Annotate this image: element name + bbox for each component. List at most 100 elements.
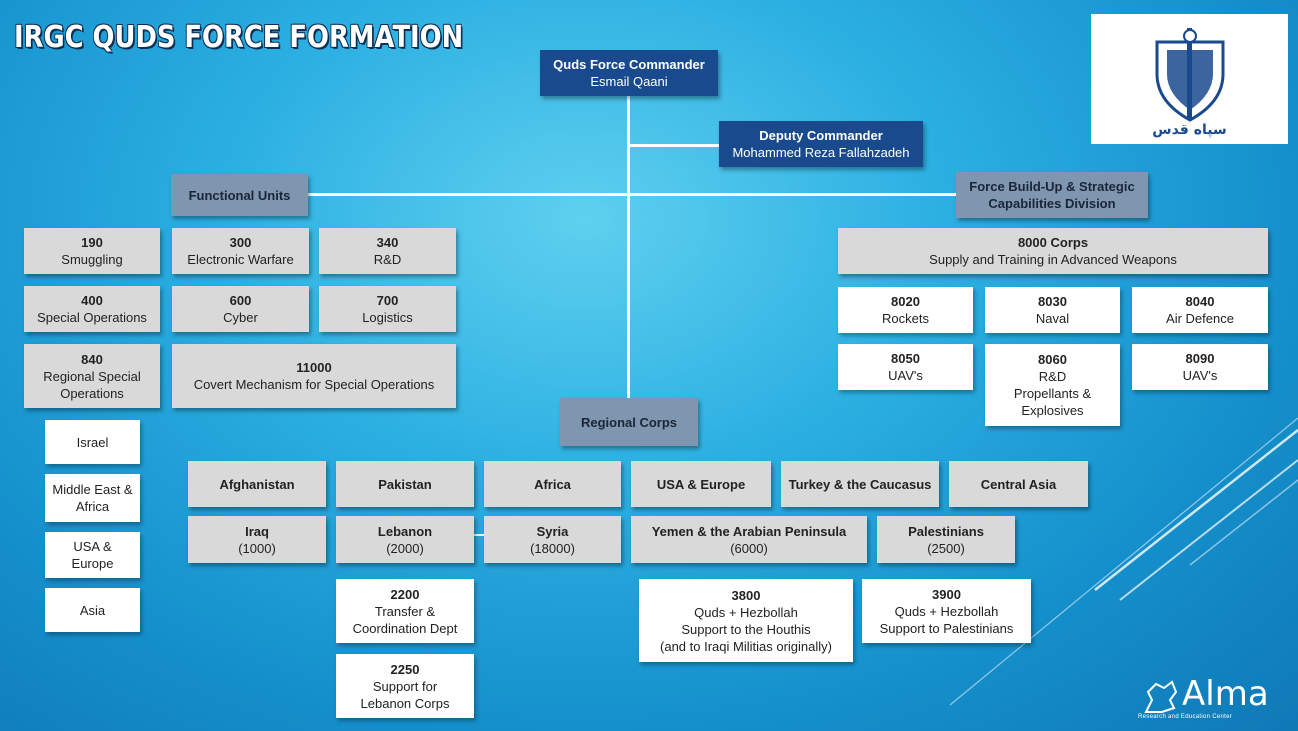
unit-number: 3900 bbox=[932, 586, 961, 602]
unit-2200: 2200 Transfer & Coordination Dept bbox=[336, 579, 474, 643]
unit-number: 700 bbox=[376, 293, 399, 308]
functional-units-label: Functional Units bbox=[188, 187, 291, 203]
force-buildup-label-line2: Capabilities Division bbox=[988, 196, 1116, 211]
unit-8020: 8020 Rockets bbox=[838, 287, 973, 333]
region-label: Central Asia bbox=[980, 476, 1057, 492]
unit-number: 840 bbox=[81, 351, 103, 367]
unit-name-line1: Support for bbox=[372, 678, 438, 694]
region-central-asia: Central Asia bbox=[949, 461, 1088, 507]
unit-name: UAV's bbox=[1182, 368, 1218, 383]
unit-number: 600 bbox=[229, 293, 252, 308]
unit-name: Naval bbox=[1035, 311, 1070, 326]
unit-number: 300 bbox=[229, 235, 252, 250]
corps-number: (1000) bbox=[238, 540, 276, 556]
unit-name-line3: (and to Iraqi Militias originally) bbox=[660, 638, 832, 654]
unit-name: R&D bbox=[373, 252, 402, 267]
unit-name: Supply and Training in Advanced Weapons bbox=[929, 252, 1177, 267]
unit-3800: 3800 Quds + Hezbollah Support to the Hou… bbox=[639, 579, 853, 662]
commander-title: Quds Force Commander bbox=[553, 57, 705, 72]
alma-brand-name: Alma bbox=[1182, 674, 1269, 714]
region-label: Asia bbox=[79, 602, 106, 618]
unit-number: 8000 Corps bbox=[1017, 235, 1089, 250]
region-africa: Africa bbox=[484, 461, 621, 507]
unit-3900: 3900 Quds + Hezbollah Support to Palesti… bbox=[862, 579, 1031, 643]
corps-syria: Syria (18000) bbox=[484, 516, 621, 563]
deputy-name: Mohammed Reza Fallahzadeh bbox=[732, 145, 910, 160]
unit-number: 8020 bbox=[891, 294, 920, 309]
unit-8090: 8090 UAV's bbox=[1132, 344, 1268, 390]
region-afghanistan: Afghanistan bbox=[188, 461, 326, 507]
region-pakistan: Pakistan bbox=[336, 461, 474, 507]
unit-190: 190 Smuggling bbox=[24, 228, 160, 274]
unit-8060: 8060 R&D Propellants & Explosives bbox=[985, 344, 1120, 426]
unit-name-line1: Quds + Hezbollah bbox=[894, 603, 999, 619]
regional-corps-box: Regional Corps bbox=[560, 398, 698, 446]
unit-name: Electronic Warfare bbox=[187, 252, 294, 267]
unit-400: 400 Special Operations bbox=[24, 286, 160, 332]
unit-number: 400 bbox=[81, 293, 103, 308]
unit-number: 8050 bbox=[891, 351, 920, 366]
logo-text: سپاه قدس bbox=[1152, 122, 1227, 138]
alma-brand-subtitle: Research and Education Center bbox=[1138, 714, 1233, 720]
corps-name: Yemen & the Arabian Peninsula bbox=[651, 523, 847, 539]
deputy-title: Deputy Commander bbox=[759, 128, 883, 143]
unit-number: 190 bbox=[81, 235, 103, 250]
corps-number: (6000) bbox=[730, 540, 768, 556]
unit-300: 300 Electronic Warfare bbox=[172, 228, 309, 274]
quds-force-logo: سپاه قدس bbox=[1091, 14, 1288, 144]
region-label-line1: Middle East & bbox=[52, 482, 133, 497]
force-buildup-box: Force Build-Up & Strategic Capabilities … bbox=[956, 172, 1148, 218]
unit-name-line2: Support to Palestinians bbox=[879, 620, 1014, 636]
region-label-line2: Africa bbox=[75, 499, 110, 514]
unit-name-line1: Regional Special bbox=[43, 368, 141, 384]
region-840-israel: Israel bbox=[45, 420, 140, 464]
unit-name-line2: Support to the Houthis bbox=[681, 621, 811, 637]
region-label: USA & Europe bbox=[656, 476, 746, 492]
page-title: IRGC QUDS FORCE FORMATION bbox=[14, 20, 464, 55]
corps-number: (2500) bbox=[927, 540, 965, 556]
corps-yemen: Yemen & the Arabian Peninsula (6000) bbox=[631, 516, 867, 563]
unit-name: Special Operations bbox=[37, 310, 147, 325]
region-label: Pakistan bbox=[378, 476, 432, 492]
unit-name-line2: Coordination Dept bbox=[352, 620, 458, 636]
unit-name-line2: Propellants & bbox=[1013, 386, 1092, 401]
unit-name: UAV's bbox=[888, 368, 923, 383]
region-usa-europe: USA & Europe bbox=[631, 461, 771, 507]
unit-number: 8030 bbox=[1038, 294, 1067, 309]
region-label: Africa bbox=[534, 476, 571, 492]
unit-number: 8060 bbox=[1038, 352, 1067, 367]
connector-line bbox=[306, 193, 958, 196]
unit-number: 2250 bbox=[390, 661, 420, 677]
unit-2250: 2250 Support for Lebanon Corps bbox=[336, 654, 474, 718]
unit-name: Rockets bbox=[882, 311, 929, 326]
corps-lebanon: Lebanon (2000) bbox=[336, 516, 474, 563]
region-label-line2: Europe bbox=[71, 556, 114, 571]
region-label: Turkey & the Caucasus bbox=[788, 476, 932, 492]
unit-name-line1: Quds + Hezbollah bbox=[694, 604, 798, 620]
unit-number: 11000 bbox=[296, 360, 332, 375]
region-label-line1: USA & bbox=[73, 539, 112, 554]
unit-8050: 8050 UAV's bbox=[838, 344, 973, 390]
corps-palestinians: Palestinians (2500) bbox=[877, 516, 1015, 563]
unit-name: Covert Mechanism for Special Operations bbox=[193, 377, 435, 392]
unit-11000: 11000 Covert Mechanism for Special Opera… bbox=[172, 344, 456, 408]
commander-box: Quds Force Commander Esmail Qaani bbox=[540, 50, 718, 96]
regional-corps-label: Regional Corps bbox=[580, 414, 678, 430]
region-840-usa-europe: USA & Europe bbox=[45, 532, 140, 578]
force-buildup-label-line1: Force Build-Up & Strategic bbox=[969, 179, 1135, 194]
unit-number: 8090 bbox=[1185, 351, 1215, 366]
corps-iraq: Iraq (1000) bbox=[188, 516, 326, 563]
unit-name-line1: Transfer & bbox=[374, 603, 436, 619]
unit-8040: 8040 Air Defence bbox=[1132, 287, 1268, 333]
unit-340: 340 R&D bbox=[319, 228, 456, 274]
corps-name: Syria bbox=[536, 523, 569, 539]
corps-number: (2000) bbox=[386, 540, 424, 556]
deputy-box: Deputy Commander Mohammed Reza Fallahzad… bbox=[719, 121, 923, 167]
corps-name: Palestinians bbox=[908, 523, 984, 539]
unit-700: 700 Logistics bbox=[319, 286, 456, 332]
unit-number: 3800 bbox=[731, 587, 761, 603]
alma-logo: Alma Research and Education Center bbox=[1138, 674, 1288, 724]
connector-line bbox=[474, 534, 486, 536]
corps-number: (18000) bbox=[530, 540, 575, 556]
